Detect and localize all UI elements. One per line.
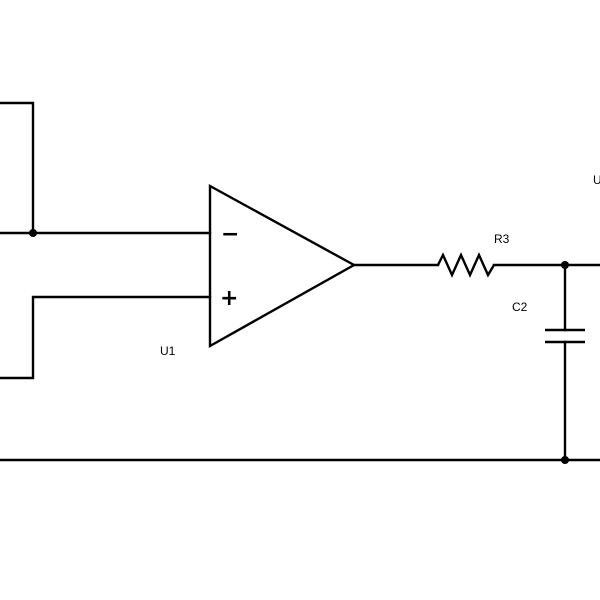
- inverting-pin-sign: −: [221, 222, 239, 247]
- wire-noninverting-input: [0, 295, 212, 380]
- wire-top-left-loop: [0, 101, 35, 235]
- resistor-r3: R3: [436, 232, 510, 278]
- opamp-triangle: [208, 183, 357, 349]
- wires: [0, 101, 600, 462]
- noninverting-pin-sign: +: [220, 286, 238, 311]
- junction-node-ground: [561, 456, 569, 464]
- capacitor-label: C2: [512, 300, 528, 314]
- opamp-u1: − + U1: [160, 183, 357, 358]
- capacitor-c2: C2: [512, 300, 585, 344]
- junction-node-inverting: [29, 229, 37, 237]
- junction-node-output: [561, 261, 569, 269]
- opamp-label: U1: [160, 344, 176, 358]
- resistor-zigzag: [436, 252, 496, 278]
- resistor-label: R3: [494, 232, 510, 246]
- junction-nodes: [29, 229, 569, 464]
- offscreen-component-label: U: [593, 173, 600, 187]
